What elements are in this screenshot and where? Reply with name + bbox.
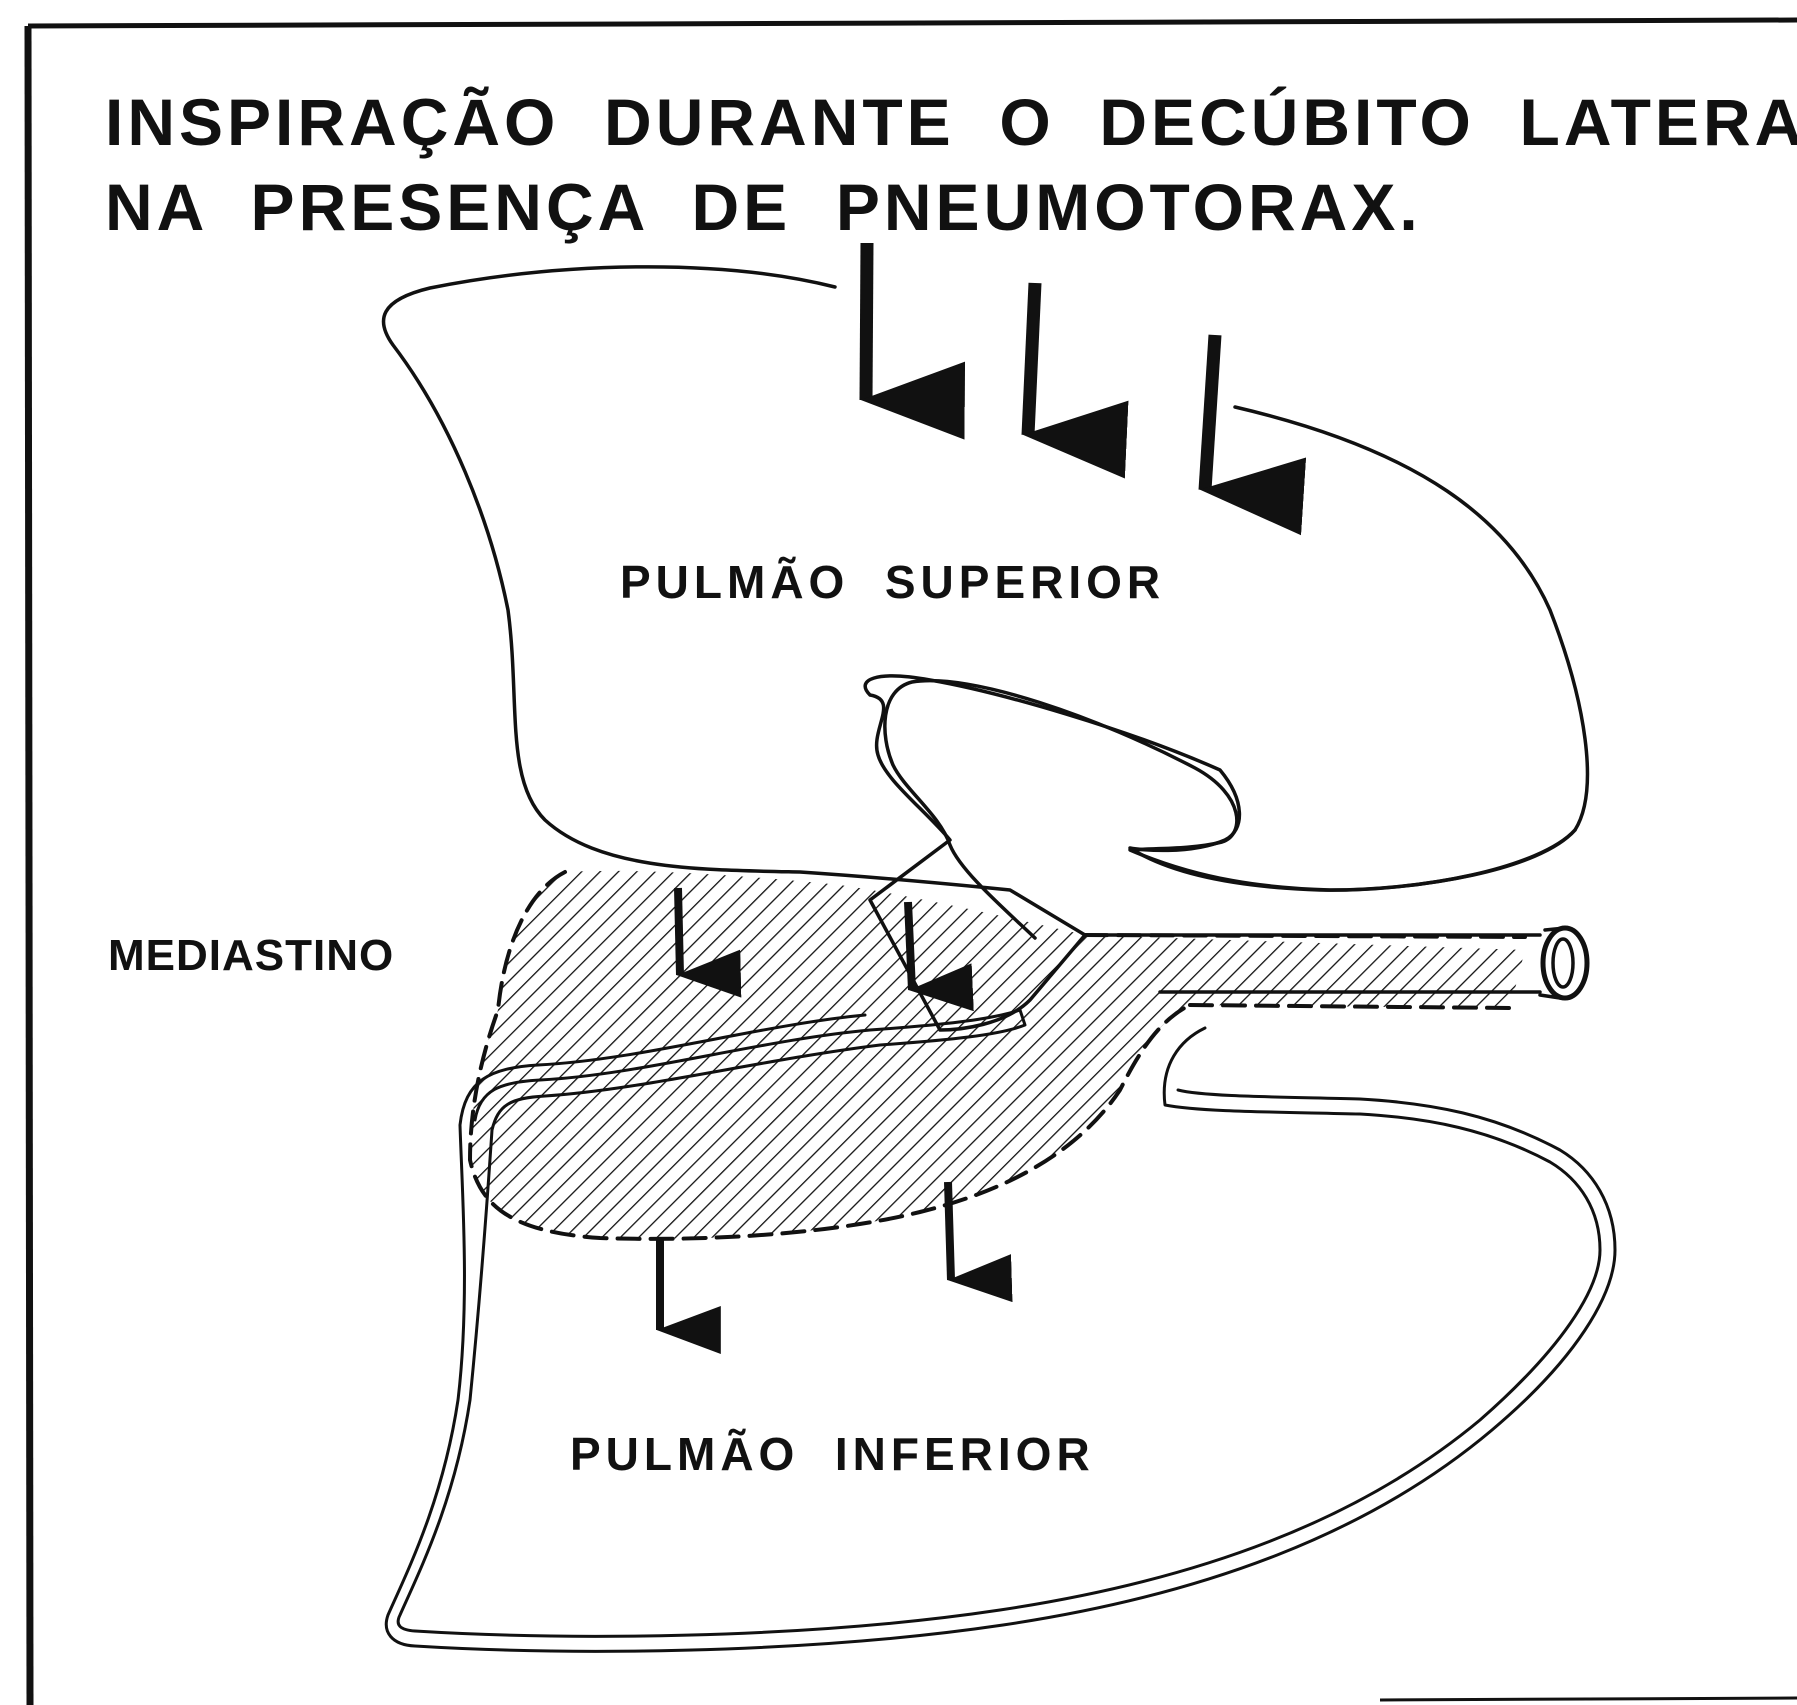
diagram-title-line1: INSPIRAÇÃO DURANTE O DECÚBITO LATERAL: [105, 85, 1797, 159]
diagram-title-line2: NA PRESENÇA DE PNEUMOTORAX.: [105, 170, 1422, 244]
upper-lung-label: PULMÃO SUPERIOR: [620, 556, 1165, 608]
mediastinum-label: MEDIASTINO: [108, 931, 394, 980]
down-arrow-icon: [908, 902, 912, 990]
down-arrow-icon: [866, 243, 867, 400]
upper-lung-notch: [885, 681, 1575, 938]
down-arrow-icon: [1028, 283, 1035, 435]
down-arrow-icon: [948, 1182, 951, 1280]
down-arrow-icon: [678, 888, 680, 975]
upper-pressure-arrows: [866, 243, 1215, 490]
lower-lung-label: PULMÃO INFERIOR: [570, 1428, 1095, 1480]
down-arrow-icon: [1205, 335, 1215, 490]
